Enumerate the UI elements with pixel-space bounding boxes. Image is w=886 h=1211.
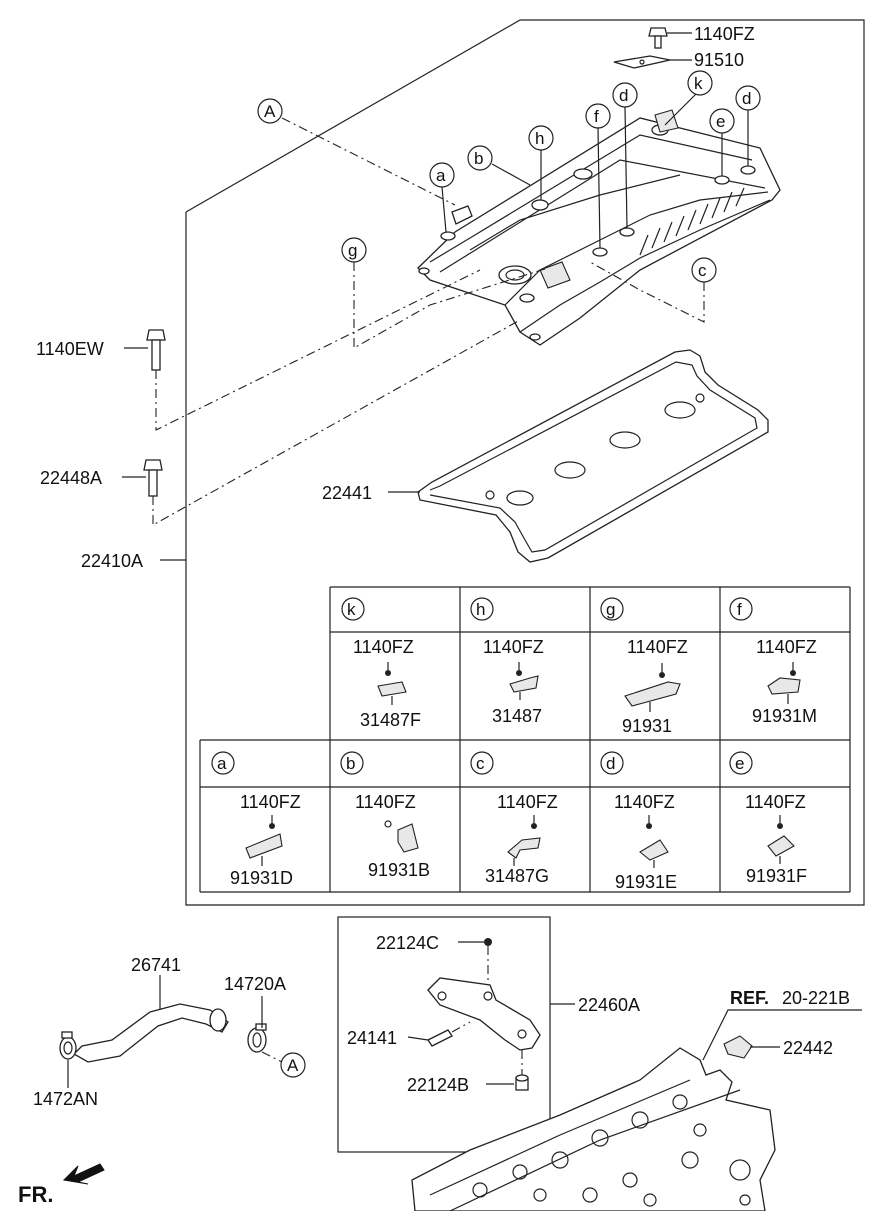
svg-text:1140FZ: 1140FZ [355, 792, 416, 812]
clamp-1472an [59, 1031, 77, 1060]
clip-table [199, 586, 851, 893]
bolt-22448a [143, 459, 163, 497]
svg-text:1140FZ: 1140FZ [627, 637, 688, 657]
label-ref-prefix: REF. [730, 988, 769, 1008]
svg-text:b: b [474, 149, 483, 168]
bracket-91510 [613, 55, 671, 69]
callout-b: b [467, 145, 493, 171]
svg-text:f: f [594, 107, 599, 126]
svg-text:31487: 31487 [492, 706, 542, 726]
svg-text:h: h [476, 600, 485, 619]
svg-text:1140FZ: 1140FZ [353, 637, 414, 657]
bracket-assembly-box [337, 916, 551, 1153]
table-cell-b: b 1140FZ 91931B [340, 751, 430, 880]
table-cell-d: d 1140FZ 91931E [600, 751, 677, 892]
pin-24141 [427, 1029, 453, 1047]
svg-text:31487F: 31487F [360, 710, 421, 730]
svg-text:1140FZ: 1140FZ [614, 792, 675, 812]
callout-f: f [585, 103, 611, 129]
callout-A: A [257, 98, 283, 124]
svg-text:91931F: 91931F [746, 866, 807, 886]
label-ref-code: 20-221B [782, 988, 850, 1008]
callout-c: c [691, 257, 717, 283]
svg-text:91931: 91931 [622, 716, 672, 736]
callout-d-left: d [612, 82, 638, 108]
label-22448a: 22448A [40, 468, 102, 488]
svg-text:1140FZ: 1140FZ [483, 637, 544, 657]
valve-cover-drawing [417, 109, 781, 346]
callout-A-lower: A [280, 1052, 306, 1078]
label-1472an: 1472AN [33, 1089, 98, 1109]
svg-text:g: g [606, 600, 615, 619]
svg-text:b: b [346, 754, 355, 773]
svg-text:k: k [347, 600, 356, 619]
nut-22124c [484, 938, 492, 946]
svg-text:a: a [436, 166, 446, 185]
svg-text:91931B: 91931B [368, 860, 430, 880]
label-14720a: 14720A [224, 974, 286, 994]
label-22442: 22442 [783, 1038, 833, 1058]
plug-22442 [723, 1035, 753, 1059]
svg-text:f: f [737, 600, 742, 619]
assembly-frame [185, 19, 865, 906]
callout-e: e [709, 108, 735, 134]
svg-text:g: g [348, 241, 357, 260]
svg-text:1140FZ: 1140FZ [240, 792, 301, 812]
label-22124b: 22124B [407, 1075, 469, 1095]
svg-text:c: c [476, 754, 485, 773]
svg-text:d: d [742, 89, 751, 108]
callout-d-right: d [735, 85, 761, 111]
svg-text:91931D: 91931D [230, 868, 293, 888]
label-24141: 24141 [347, 1028, 397, 1048]
label-front: FR. [18, 1182, 53, 1207]
bolt-1140fz-top [648, 27, 668, 49]
svg-text:31487G: 31487G [485, 866, 549, 886]
table-cell-h: h 1140FZ 31487 [470, 597, 544, 726]
svg-text:e: e [716, 112, 725, 131]
callout-h: h [528, 125, 554, 151]
svg-text:h: h [535, 129, 544, 148]
table-cell-f: f 1140FZ 91931M [729, 597, 817, 726]
table-cell-a: a 1140FZ 91931D [211, 751, 301, 888]
callout-a: a [429, 162, 455, 188]
cylinder-head [411, 1047, 776, 1211]
svg-text:1140FZ: 1140FZ [745, 792, 806, 812]
label-1140fz-top: 1140FZ [694, 24, 755, 44]
svg-text:1140FZ: 1140FZ [497, 792, 558, 812]
label-26741: 26741 [131, 955, 181, 975]
label-91510: 91510 [694, 50, 744, 70]
svg-text:c: c [698, 261, 707, 280]
hose-26741 [72, 1003, 229, 1063]
bracket-22460a [427, 977, 541, 1051]
table-cell-e: e 1140FZ 91931F [729, 751, 807, 886]
svg-text:91931M: 91931M [752, 706, 817, 726]
svg-text:d: d [619, 86, 628, 105]
svg-text:d: d [606, 754, 615, 773]
svg-text:A: A [264, 102, 276, 121]
bolt-1140ew [146, 329, 166, 371]
label-22460a: 22460A [578, 995, 640, 1015]
label-22441: 22441 [322, 483, 372, 503]
clamp-14720a [247, 1023, 267, 1053]
gasket-22441 [417, 349, 769, 563]
svg-text:a: a [217, 754, 227, 773]
callout-k: k [687, 70, 713, 96]
table-cell-g: g 1140FZ 91931 [600, 597, 688, 736]
table-cell-k: k 1140FZ 31487F [341, 597, 421, 730]
svg-text:91931E: 91931E [615, 872, 677, 892]
svg-text:k: k [694, 74, 703, 93]
table-cell-c: c 1140FZ 31487G [470, 751, 558, 886]
plug-22124b [515, 1074, 529, 1091]
front-arrow-icon [62, 1163, 105, 1185]
label-1140ew: 1140EW [36, 339, 104, 359]
svg-text:A: A [287, 1056, 299, 1075]
callout-g: g [341, 237, 367, 263]
svg-text:e: e [735, 754, 744, 773]
label-22410a: 22410A [81, 551, 143, 571]
label-22124c: 22124C [376, 933, 439, 953]
svg-text:1140FZ: 1140FZ [756, 637, 817, 657]
